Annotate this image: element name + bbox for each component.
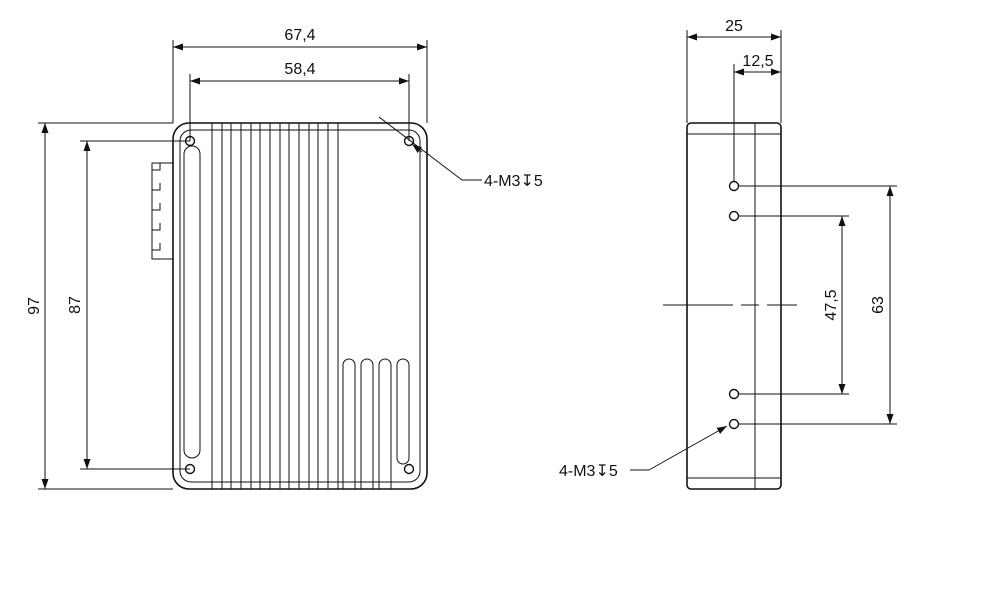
side-view: 25 12,5 63 47,5 4-M3↧5 bbox=[559, 18, 897, 490]
dimension-inner-holes: 47,5 bbox=[739, 215, 849, 395]
hole-callout-front: 4-M3↧5 bbox=[378, 116, 543, 190]
side-hole-4 bbox=[728, 418, 740, 430]
dimension-hole-spacing-height: 87 bbox=[67, 140, 190, 470]
dimension-overall-height: 97 bbox=[26, 122, 173, 490]
dimension-half-thickness: 12,5 bbox=[733, 53, 781, 182]
dim-label-half-thickness: 12,5 bbox=[742, 53, 773, 70]
dimension-thickness: 25 bbox=[686, 18, 782, 123]
hole-callout-side: 4-M3↧5 bbox=[559, 425, 728, 480]
dim-label-outer-holes: 63 bbox=[870, 296, 887, 314]
side-hole-1 bbox=[728, 180, 740, 192]
enclosure-outline bbox=[172, 122, 428, 490]
dim-label-overall-height: 97 bbox=[26, 297, 43, 315]
enclosure-inner-outline bbox=[179, 129, 421, 483]
vent-slots bbox=[342, 358, 410, 489]
dim-label-overall-width: 67,4 bbox=[284, 27, 315, 44]
dim-label-inner-holes: 47,5 bbox=[823, 289, 840, 320]
mounting-hole-bottom-right bbox=[403, 463, 415, 475]
cooling-fins bbox=[211, 123, 339, 489]
dimension-overall-width: 67,4 bbox=[172, 27, 428, 123]
side-hole-2 bbox=[728, 210, 740, 222]
callout-label-front: 4-M3↧5 bbox=[484, 173, 543, 190]
front-view: 67,4 58,4 97 87 4-M3↧5 bbox=[26, 27, 543, 490]
dim-label-thickness: 25 bbox=[725, 18, 743, 35]
callout-label-side: 4-M3↧5 bbox=[559, 463, 618, 480]
dim-label-hole-spacing-width: 58,4 bbox=[284, 61, 315, 78]
dimension-hole-spacing-width: 58,4 bbox=[189, 61, 410, 141]
side-connector bbox=[151, 162, 174, 260]
left-slot bbox=[183, 145, 201, 459]
side-hole-3 bbox=[728, 388, 740, 400]
dimension-outer-holes: 63 bbox=[739, 185, 897, 425]
dim-label-hole-spacing-height: 87 bbox=[67, 296, 84, 314]
